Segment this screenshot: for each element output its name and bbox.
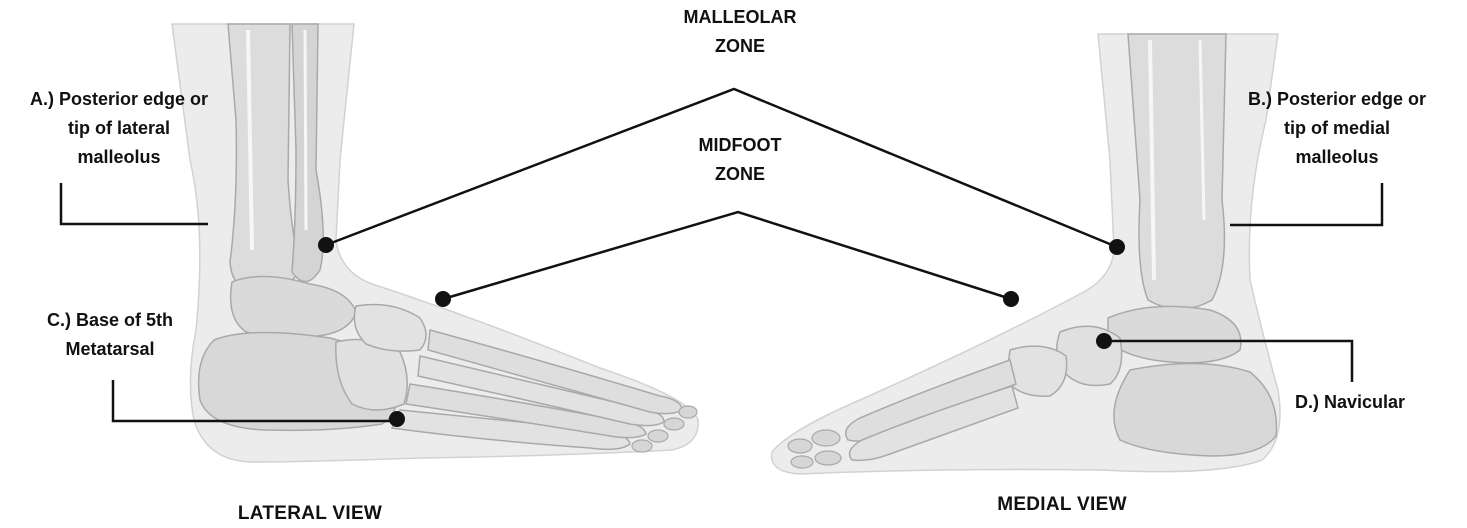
malleolar-zone-label: MALLEOLAR ZONE [640, 3, 840, 61]
medial-calcaneus-bone [1114, 363, 1277, 456]
medial-tibia-bone [1128, 34, 1226, 309]
medial-view-caption: MEDIAL VIEW [962, 490, 1162, 519]
midfoot-zone-label: MIDFOOT ZONE [640, 131, 840, 189]
lateral-foot-illustration [172, 24, 698, 462]
marker-medial-midfoot [1003, 291, 1019, 307]
marker-navicular [1096, 333, 1112, 349]
marker-medial-malleolus [1109, 239, 1125, 255]
midfoot-zone-connector [443, 212, 1011, 299]
marker-base-5th-metatarsal [389, 411, 405, 427]
leader-line-a [61, 183, 208, 224]
label-c-base-5th-metatarsal: C.) Base of 5th Metatarsal [5, 306, 215, 364]
marker-lateral-midfoot [435, 291, 451, 307]
label-d-navicular: D.) Navicular [1270, 388, 1430, 417]
label-a-lateral-malleolus: A.) Posterior edge or tip of lateral mal… [0, 85, 238, 172]
label-b-medial-malleolus: B.) Posterior edge or tip of medial mall… [1217, 85, 1457, 172]
medial-foot-illustration [772, 34, 1280, 474]
lateral-view-caption: LATERAL VIEW [210, 499, 410, 528]
marker-lateral-malleolus [318, 237, 334, 253]
